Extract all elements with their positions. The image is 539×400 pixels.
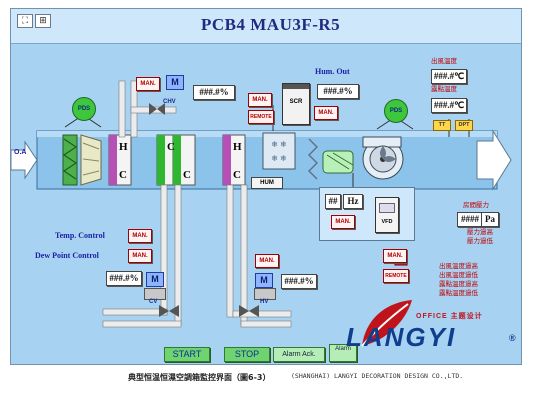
room-pressure-unit: Pa [481, 212, 499, 227]
coil-2-label: C [167, 141, 175, 153]
hum-out-title: Hum. Out [315, 67, 350, 76]
svg-text:❄ ❄: ❄ ❄ [271, 140, 286, 149]
vfd-drive: VFD [375, 197, 399, 233]
start-button[interactable]: START [164, 347, 210, 362]
hv-man-button[interactable]: MAN. [255, 254, 279, 268]
title-bar: ⛶ ⊞ PCB4 MAU3F-R5 [11, 9, 521, 44]
room-pressure-value: #### [457, 212, 483, 227]
hv-label: HV [260, 299, 269, 305]
outlet-arrow-icon [476, 129, 512, 191]
tt-sensor-tag: TT [433, 120, 451, 131]
coil-1-label-top: H [119, 141, 128, 153]
figure-caption: 典型恒温恒濕空調箱監控界面（圖6-3） [128, 373, 271, 382]
logo-office-text: OFFICE 主题设计 [416, 313, 483, 320]
pds-filter-sensor[interactable]: PDS [72, 97, 96, 121]
alarm-dew-low: 露點溫度過低 [439, 289, 478, 297]
hum-remote-button[interactable]: REMOTE [248, 110, 274, 124]
coil-1-label-bottom: C [119, 169, 127, 181]
grid-icon[interactable]: ⊞ [35, 14, 51, 28]
cv-actuator-body [144, 288, 166, 300]
cv-valve-icon [159, 305, 169, 317]
page-title: PCB4 MAU3F-R5 [201, 15, 341, 34]
vfd-value: ## [325, 194, 341, 209]
hv-valve-icon [239, 305, 249, 317]
cv-value: ###.#% [106, 271, 142, 286]
pressure-low-alarm: 壓力過低 [467, 237, 493, 245]
langyi-logo-leaf-icon [361, 300, 412, 347]
scada-screen: ⛶ ⊞ PCB4 MAU3F-R5 ❄ ❄ ❄ ❄ [10, 8, 522, 365]
dew-control-man-button[interactable]: MAN. [128, 249, 152, 263]
cv-actuator: M [146, 272, 164, 287]
hv-value: ###.#% [281, 274, 317, 289]
coil-4-label-top: H [233, 141, 242, 153]
alarm-supply-temp-high: 出風溫度過高 [439, 262, 478, 270]
coil-4-label-bottom: C [233, 169, 241, 181]
alarm-button-2[interactable]: Alarm [329, 344, 357, 362]
svg-text:❄ ❄: ❄ ❄ [271, 154, 286, 163]
logo-registered-mark: ® [509, 333, 516, 343]
chv-label: CHV [163, 99, 176, 105]
temp-control-man-button[interactable]: MAN. [128, 229, 152, 243]
supply-dew-title: 露點溫度 [431, 85, 457, 93]
hum-unit-label: HUM [251, 177, 283, 189]
hum-man-button-2[interactable]: MAN. [314, 106, 338, 120]
chv-valve-icon [149, 103, 157, 115]
stop-button[interactable]: STOP [224, 347, 270, 362]
vfd-unit: Hz [343, 194, 363, 209]
alarm-ack-button[interactable]: Alarm Ack. [273, 347, 325, 362]
pressure-high-alarm: 壓力過高 [467, 228, 493, 236]
vfd-label: VFD [381, 219, 393, 225]
supply-dew-value: ###.#℃ [431, 98, 467, 113]
hv-actuator-body [254, 288, 276, 300]
scr-label: SCR [289, 99, 303, 105]
hv-actuator: M [255, 273, 273, 288]
hum-man-button[interactable]: MAN. [248, 93, 272, 107]
ahu-schematic: ❄ ❄ ❄ ❄ [11, 80, 512, 328]
inlet-arrow-icon [11, 140, 38, 180]
dpt-sensor-tag: DPT [455, 120, 473, 131]
vfd-man-button[interactable]: MAN. [331, 215, 355, 229]
logo-company-text: (SHANGHAI) LANGYI DECORATION DESIGN CO.,… [291, 372, 464, 380]
pds-fan-sensor[interactable]: PDS [384, 99, 408, 123]
cv-label: CV [149, 299, 158, 305]
chv-actuator: M [166, 75, 184, 90]
supply-temp-title: 出風溫度 [431, 57, 457, 65]
dew-control-label: Dew Point Control [35, 251, 99, 260]
coil-3-label: C [183, 169, 191, 181]
lower-man-button[interactable]: MAN. [383, 249, 407, 263]
temp-control-label: Temp. Control [55, 231, 105, 240]
fullscreen-icon[interactable]: ⛶ [17, 14, 33, 28]
room-pressure-title: 房間壓力 [463, 201, 489, 209]
inlet-label: O.A [14, 149, 27, 156]
chv-value: ###.#% [193, 85, 235, 100]
logo-brand-text: LANGYI [346, 322, 457, 352]
hum-out-value: ###.#% [317, 84, 359, 99]
chv-man-button[interactable]: MAN. [136, 77, 160, 91]
alarm-dew-high: 露點溫度過高 [439, 280, 478, 288]
scr-controller: SCR [282, 83, 310, 125]
supply-temp-value: ###.#℃ [431, 69, 467, 84]
humidifier-panel [262, 132, 296, 170]
alarm-supply-temp-low: 出風溫度過低 [439, 271, 478, 279]
lower-remote-button[interactable]: REMOTE [383, 269, 409, 283]
